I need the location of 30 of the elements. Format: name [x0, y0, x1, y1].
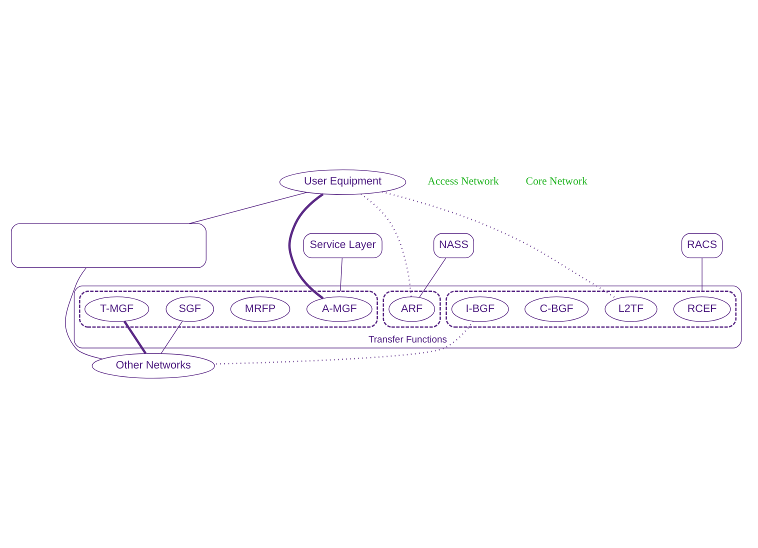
node-box — [10, 223, 206, 268]
node-box: NASS — [433, 233, 474, 258]
connector — [382, 191, 618, 300]
connector — [65, 267, 103, 360]
connector — [360, 194, 412, 297]
connector — [340, 258, 342, 292]
node-box: Service Layer — [303, 233, 382, 258]
connector — [160, 320, 183, 354]
node-ellipse: MRFP — [230, 296, 290, 322]
node-ellipse: T-MGF — [84, 296, 150, 322]
node-box: RACS — [681, 233, 723, 258]
label: Access Network — [428, 176, 499, 188]
node-ellipse: ARF — [388, 296, 436, 322]
connector — [419, 258, 446, 298]
node-ellipse: C-BGF — [524, 296, 589, 322]
node-ellipse: A-MGF — [306, 296, 372, 322]
cluster — [78, 290, 378, 328]
node-ellipse: RCEF — [673, 296, 731, 322]
node-ellipse: Other Networks — [92, 353, 215, 379]
connector — [123, 320, 147, 354]
node-ellipse: I-BGF — [451, 296, 509, 322]
connector — [214, 320, 474, 365]
connector — [288, 193, 324, 300]
cluster — [446, 290, 737, 328]
node-ellipse: User Equipment — [279, 169, 406, 195]
cluster — [382, 290, 441, 328]
label: Core Network — [526, 176, 588, 188]
node-ellipse: SGF — [166, 296, 214, 322]
connector — [188, 192, 308, 224]
node-ellipse: L2TF — [604, 296, 658, 322]
